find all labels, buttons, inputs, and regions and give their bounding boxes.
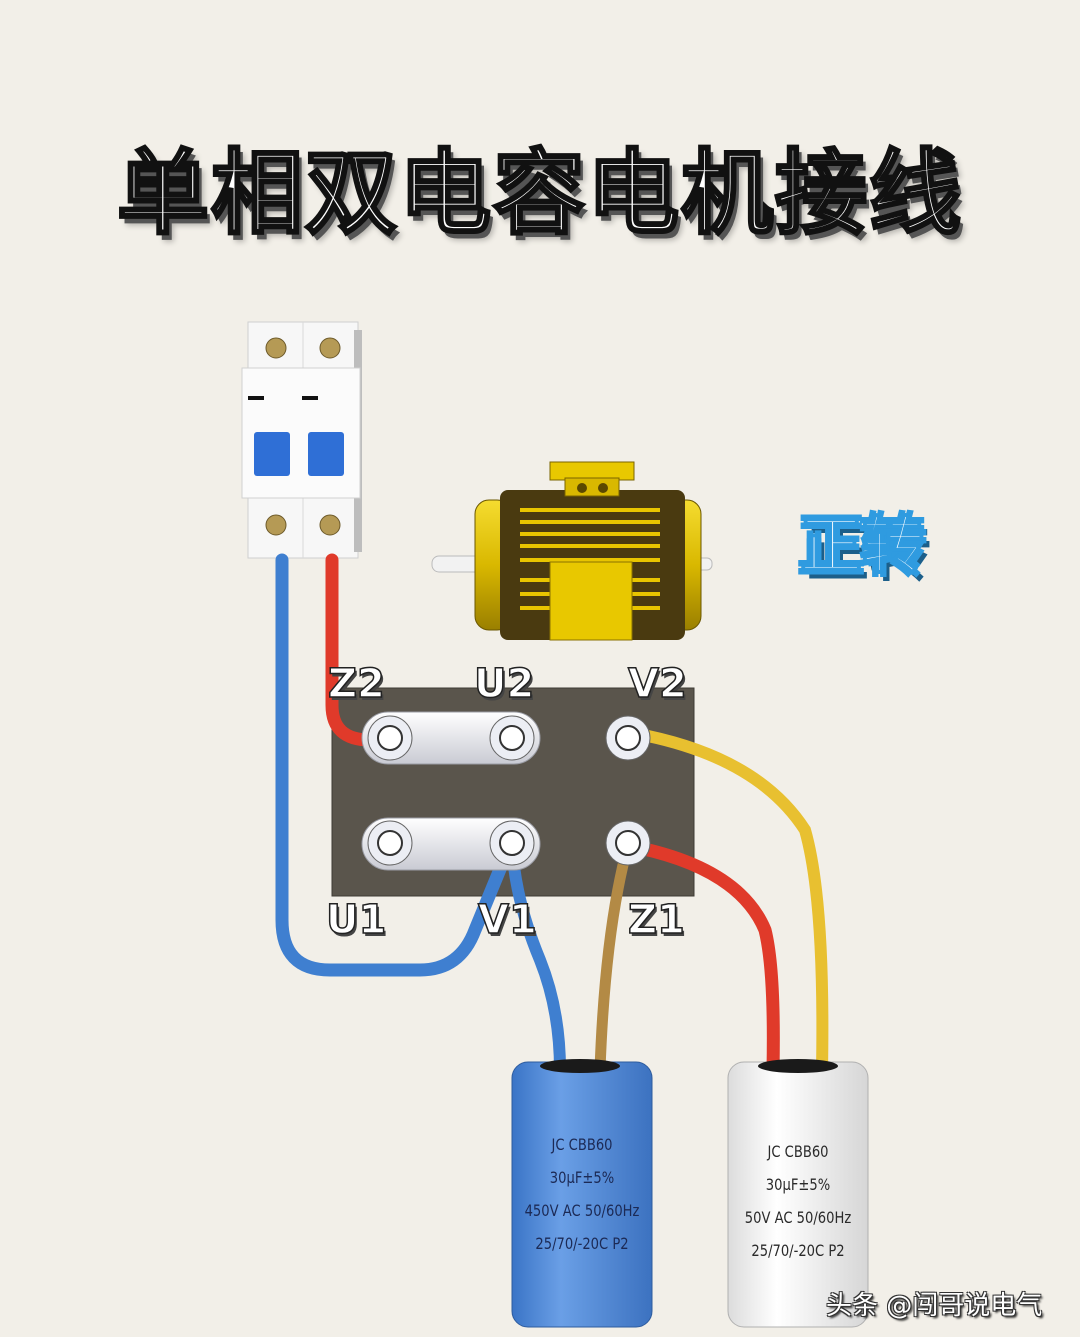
capacitor-white (727, 1059, 869, 1328)
label-v2: V2 (627, 661, 687, 707)
wire-red-z1-to-cap (633, 841, 780, 1077)
terminal-z2 (367, 715, 413, 761)
breaker-handle-right[interactable] (308, 432, 344, 476)
capacitor-blue (511, 1059, 653, 1328)
wire-blue-breaker-to-v1 (275, 553, 517, 977)
capacitor-blue-label: JC CBB60 30μF±5% 450V AC 50/60Hz 25/70/-… (524, 1135, 640, 1253)
diagram-title: 单相双电容电机接线 (115, 140, 963, 247)
circuit-breaker (241, 321, 362, 559)
direction-badge: 正转 (799, 509, 925, 582)
wire-yellow-v2-to-cap (642, 730, 829, 1076)
terminal-v2 (605, 715, 651, 761)
terminal-u2 (489, 715, 535, 761)
wire-blue-v1-to-cap (506, 839, 566, 1076)
capacitor-white-label: JC CBB60 30μF±5% 50V AC 50/60Hz 25/70/-2… (744, 1142, 852, 1260)
motor (431, 461, 713, 641)
label-u1: U1 (325, 897, 387, 943)
terminal-v1 (489, 820, 535, 866)
label-z1: Z1 (627, 897, 685, 943)
watermark: 头条 @闯哥说电气 (826, 1291, 1043, 1321)
label-u2: U2 (473, 661, 535, 707)
wire-brown-z1-to-cap (594, 839, 634, 1076)
label-z2: Z2 (327, 661, 385, 707)
terminal-u1 (367, 820, 413, 866)
terminals (361, 711, 651, 871)
terminal-z1 (605, 820, 651, 866)
label-v1: V1 (477, 897, 537, 943)
breaker-handle-left[interactable] (254, 432, 290, 476)
